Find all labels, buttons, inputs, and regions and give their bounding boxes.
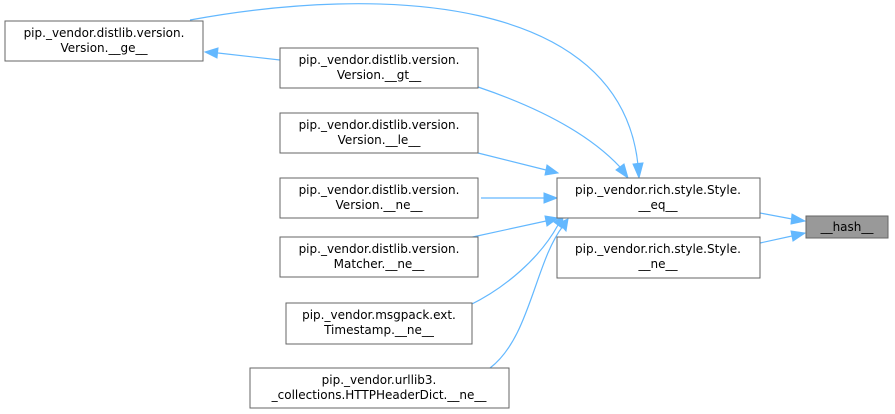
node-hash[interactable]: __hash__	[805, 215, 889, 239]
node-httpheader-ne-line1: pip._vendor.urllib3.	[322, 373, 437, 387]
node-version-ge-line1: pip._vendor.distlib.version.	[24, 26, 185, 40]
node-matcher-ne-line1: pip._vendor.distlib.version.	[299, 242, 460, 256]
edges	[189, 3, 807, 369]
node-style-ne-line2: __ne__	[638, 257, 679, 271]
node-timestamp-ne-line2: Timestamp.__ne__	[323, 323, 435, 337]
node-httpheader-ne-line2: _collections.HTTPHeaderDict.__ne__	[271, 388, 488, 402]
node-style-eq-line2: __eq__	[638, 198, 679, 212]
node-version-le[interactable]: pip._vendor.distlib.version. Version.__l…	[279, 112, 479, 154]
node-version-gt[interactable]: pip._vendor.distlib.version. Version.__g…	[279, 47, 479, 89]
node-version-le-line1: pip._vendor.distlib.version.	[299, 118, 460, 132]
edge-version-le-to-style-eq	[477, 152, 560, 176]
edge-timestamp-ne-to-style-eq	[469, 215, 564, 306]
node-version-ne-line2: Version.__ne__	[336, 198, 424, 212]
node-version-ne[interactable]: pip._vendor.distlib.version. Version.__n…	[279, 177, 479, 219]
edge-matcher-ne-to-style-eq	[467, 215, 560, 239]
node-style-eq-line1: pip._vendor.rich.style.Style.	[575, 183, 741, 197]
node-hash-label: __hash__	[820, 220, 875, 234]
node-style-ne-line1: pip._vendor.rich.style.Style.	[575, 242, 741, 256]
edge-version-gt-to-version-ge	[203, 47, 281, 61]
node-httpheader-ne[interactable]: pip._vendor.urllib3. _collections.HTTPHe…	[249, 367, 510, 409]
edge-style-ne-to-hash	[759, 230, 807, 244]
node-style-ne[interactable]: pip._vendor.rich.style.Style. __ne__	[556, 236, 761, 279]
node-version-gt-line2: Version.__gt__	[337, 68, 422, 82]
node-version-gt-line1: pip._vendor.distlib.version.	[299, 53, 460, 67]
edge-httpheader-ne-to-style-eq	[489, 218, 569, 369]
node-timestamp-ne-line1: pip._vendor.msgpack.ext.	[302, 308, 456, 322]
edge-version-gt-to-style-eq	[477, 86, 629, 180]
node-version-ge[interactable]: pip._vendor.distlib.version. Version.__g…	[4, 20, 204, 62]
edge-version-ge-to-style-eq	[189, 3, 644, 180]
node-version-ge-line2: Version.__ge__	[61, 41, 149, 55]
node-timestamp-ne[interactable]: pip._vendor.msgpack.ext. Timestamp.__ne_…	[285, 302, 473, 345]
node-matcher-ne[interactable]: pip._vendor.distlib.version. Matcher.__n…	[279, 236, 479, 278]
node-version-le-line2: Version.__le__	[338, 133, 422, 147]
node-style-eq[interactable]: pip._vendor.rich.style.Style. __eq__	[556, 177, 761, 219]
node-version-ne-line1: pip._vendor.distlib.version.	[299, 183, 460, 197]
edge-version-ne-to-style-eq	[481, 192, 559, 204]
edge-style-eq-to-hash	[759, 212, 807, 225]
node-matcher-ne-line2: Matcher.__ne__	[334, 257, 426, 271]
